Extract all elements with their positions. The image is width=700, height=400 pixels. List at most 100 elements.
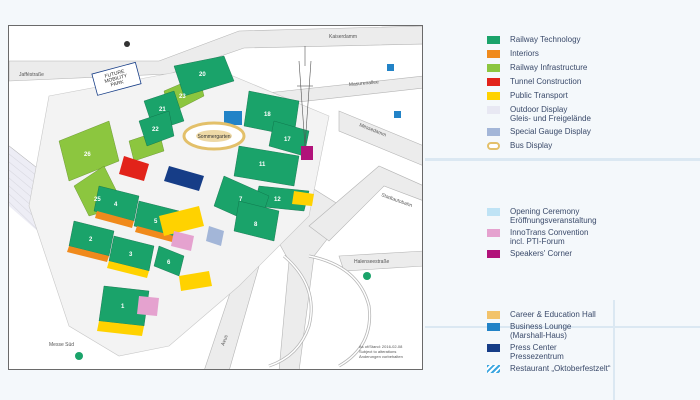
hall-label-4: 4 bbox=[114, 202, 118, 208]
legend-swatch bbox=[487, 64, 500, 72]
legend-item-speakers-corner: Speakers' Corner bbox=[487, 249, 572, 258]
exhibition-map: Sommergarten 20 21 22 23 26 25 18 17 11 … bbox=[8, 25, 423, 370]
map-status-note: As of/Stand: 2016-02-08 Subject to alter… bbox=[359, 344, 403, 359]
legend-label: InnoTrans Convention incl. PTI-Forum bbox=[510, 228, 589, 246]
hall-label-17: 17 bbox=[284, 137, 291, 143]
hall-label-6: 6 bbox=[167, 260, 171, 266]
legend-item-press-center: Press Center Pressezentrum bbox=[487, 343, 564, 361]
halls-interiors bbox=[67, 211, 174, 262]
legend-label: Opening Ceremony Eröffnungsveranstaltung bbox=[510, 207, 597, 225]
legend-label: Career & Education Hall bbox=[510, 310, 596, 319]
restaurant-swatch bbox=[487, 365, 500, 373]
hall-label-5: 5 bbox=[154, 219, 158, 225]
bus-display-swatch bbox=[487, 142, 500, 150]
legend-label: Railway Infrastructure bbox=[510, 63, 588, 72]
hall-label-23: 23 bbox=[179, 94, 186, 100]
hall-20 bbox=[173, 55, 235, 97]
road-messedamm bbox=[338, 110, 422, 166]
hall-label-3: 3 bbox=[129, 252, 133, 258]
legend-label: Press Center Pressezentrum bbox=[510, 343, 564, 361]
convention-area bbox=[137, 296, 159, 316]
legend-swatch bbox=[487, 78, 500, 86]
sommergarten bbox=[196, 130, 232, 142]
legend-item-innotrans-convention: InnoTrans Convention incl. PTI-Forum bbox=[487, 228, 588, 246]
legend-item-business-lounge: Business Lounge (Marshall-Haus) bbox=[487, 322, 571, 340]
hall-label-12: 12 bbox=[274, 197, 281, 203]
convention-area-2 bbox=[171, 231, 194, 251]
legend-swatch bbox=[487, 229, 500, 237]
hall-label-22: 22 bbox=[152, 127, 159, 133]
street-masurenallee: Masurenallee bbox=[349, 79, 380, 88]
hall-label-1: 1 bbox=[121, 304, 125, 310]
legend-item-opening-ceremony: Opening Ceremony Eröffnungsveranstaltung bbox=[487, 207, 597, 225]
legend-item-interiors: Interiors bbox=[487, 49, 539, 58]
legend-swatch bbox=[487, 344, 500, 352]
legend-item-outdoor-display: Outdoor Display Gleis- und Freigelände bbox=[487, 105, 591, 123]
legend-item-career-education: Career & Education Hall bbox=[487, 310, 596, 319]
legend-item-tunnel-construction: Tunnel Construction bbox=[487, 77, 581, 86]
compass-icon bbox=[124, 41, 130, 47]
legend-label: Public Transport bbox=[510, 91, 568, 100]
halls-railway-technology bbox=[68, 55, 310, 327]
legend-swatch bbox=[487, 323, 500, 331]
legend-label: Tunnel Construction bbox=[510, 77, 582, 86]
hall-label-21: 21 bbox=[159, 107, 166, 113]
road-halensee bbox=[338, 250, 422, 272]
legend-label: Special Gauge Display bbox=[510, 127, 591, 136]
legend-swatch bbox=[487, 250, 500, 258]
sommergarten-label: Sommergarten bbox=[197, 134, 230, 140]
hall-label-20: 20 bbox=[199, 72, 206, 78]
legend-swatch bbox=[487, 106, 500, 114]
transit-markers bbox=[75, 41, 401, 360]
legend-label: Outdoor Display Gleis- und Freigelände bbox=[510, 105, 591, 123]
legend-label: Interiors bbox=[510, 49, 539, 58]
s-bahn-icon-south bbox=[75, 352, 83, 360]
u-bahn-icon bbox=[387, 64, 394, 71]
speakers-corner bbox=[301, 146, 313, 160]
hall-label-8: 8 bbox=[254, 222, 258, 228]
legend-item-bus-display: Bus Display bbox=[487, 141, 552, 150]
hall-label-25: 25 bbox=[94, 197, 101, 203]
street-kaiserdamm: Kaiserdamm bbox=[329, 34, 357, 40]
s-bahn-icon bbox=[363, 272, 371, 280]
hall-press-center bbox=[164, 166, 204, 191]
map-legend: Railway Technology Interiors Railway Inf… bbox=[425, 0, 700, 400]
special-gauge-display bbox=[206, 226, 224, 246]
legend-swatch bbox=[487, 50, 500, 58]
hall-label-7: 7 bbox=[239, 197, 243, 203]
hall-label-2: 2 bbox=[89, 237, 93, 243]
legend-divider-3 bbox=[613, 300, 615, 400]
hall-8 bbox=[233, 200, 280, 242]
legend-swatch bbox=[487, 208, 500, 216]
hall-label-11: 11 bbox=[259, 162, 266, 168]
legend-swatch bbox=[487, 311, 500, 319]
legend-item-public-transport: Public Transport bbox=[487, 91, 568, 100]
legend-label: Restaurant „Oktoberfestzelt“ bbox=[510, 364, 611, 373]
legend-item-special-gauge: Special Gauge Display bbox=[487, 127, 591, 136]
legend-label: Business Lounge (Marshall-Haus) bbox=[510, 322, 572, 340]
legend-swatch bbox=[487, 36, 500, 44]
hall-tunnel-construction bbox=[119, 156, 149, 181]
legend-item-railway-infrastructure: Railway Infrastructure bbox=[487, 63, 587, 72]
legend-label: Speakers' Corner bbox=[510, 249, 572, 258]
radio-tower-icon bbox=[297, 46, 313, 147]
legend-divider-2 bbox=[425, 326, 700, 328]
business-lounge bbox=[224, 111, 242, 125]
legend-divider-1 bbox=[425, 158, 700, 161]
legend-swatch bbox=[487, 92, 500, 100]
legend-label: Bus Display bbox=[510, 141, 553, 150]
legend-item-railway-technology: Railway Technology bbox=[487, 35, 581, 44]
street-avus: Avus bbox=[220, 334, 230, 347]
hall-label-18: 18 bbox=[264, 112, 271, 118]
legend-label: Railway Technology bbox=[510, 35, 581, 44]
street-jaffestrasse: Jafféstraße bbox=[19, 72, 44, 78]
road-kaiserdamm bbox=[9, 26, 422, 82]
u-bahn-icon-2 bbox=[394, 111, 401, 118]
road-stadtautobahn bbox=[308, 165, 422, 242]
street-halenseestrasse: Halenseestraße bbox=[354, 259, 390, 265]
future-mobility-park-label: FUTUREMOBILITYPARK bbox=[103, 68, 130, 90]
future-mobility-park-logo bbox=[91, 61, 142, 96]
legend-item-restaurant: Restaurant „Oktoberfestzelt“ bbox=[487, 364, 610, 373]
map-svg: Sommergarten 20 21 22 23 26 25 18 17 11 … bbox=[9, 26, 422, 369]
hall-11-block bbox=[233, 145, 300, 187]
